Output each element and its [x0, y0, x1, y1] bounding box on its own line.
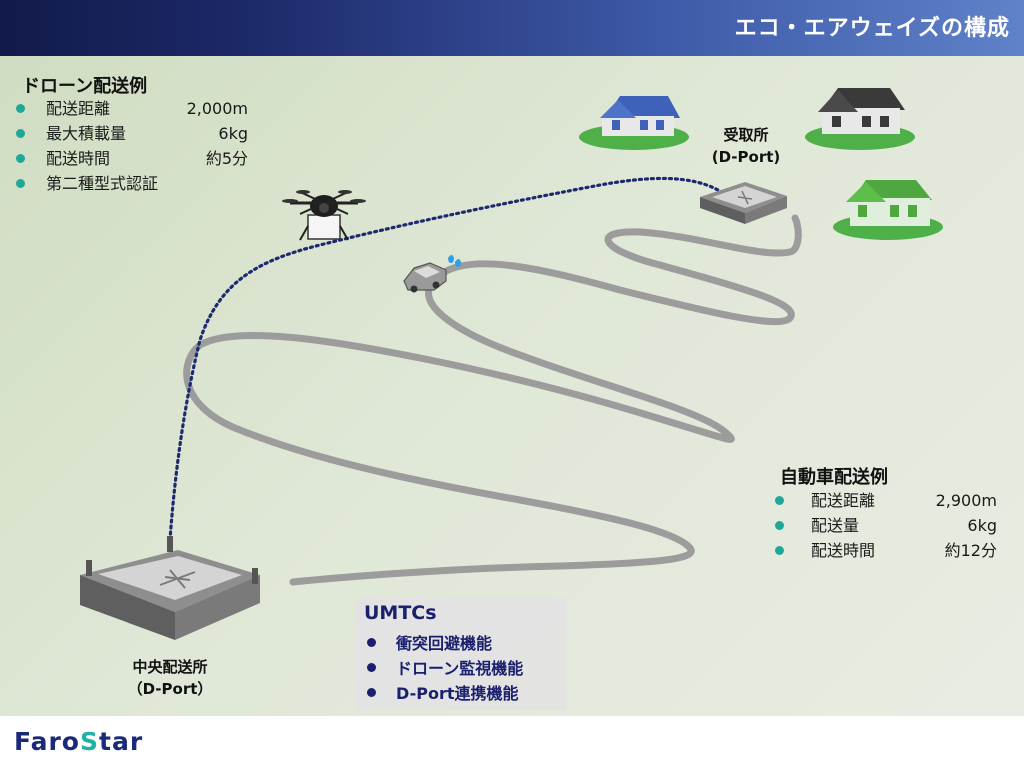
vehicle-road [183, 214, 802, 586]
vehicle-spec-value: 約12分 [944, 541, 997, 560]
vehicle-spec-row: 配送距離 2,900m [775, 488, 1003, 513]
vehicle-spec-label: 配送量 [811, 516, 860, 535]
drone-icon [282, 190, 366, 241]
logo-text-accent: S [80, 727, 100, 756]
house-blue-icon [579, 96, 689, 150]
vehicle-spec-value: 2,900m [935, 491, 997, 510]
footer-bar [0, 716, 1024, 768]
central-dport-icon [80, 536, 260, 640]
receiver-label: 受取所 (D-Port) [700, 124, 792, 168]
vehicle-spec-label: 配送距離 [811, 491, 876, 510]
house-green-icon [833, 180, 943, 240]
umtcs-item-label: D-Port連携機能 [396, 684, 519, 703]
vehicle-spec-value: 6kg [967, 516, 997, 535]
receiver-label-name: 受取所 [723, 126, 769, 144]
central-label-type: （D-Port） [127, 680, 213, 698]
vehicle-spec-label: 配送時間 [811, 541, 876, 560]
bullet-dot [16, 154, 25, 163]
house-gray-icon [805, 88, 915, 150]
vehicle-spec-row: 配送時間 約12分 [775, 538, 1003, 563]
logo-text-part1: Faro [14, 727, 80, 756]
header-bar: エコ・エアウェイズの構成 [0, 0, 1024, 56]
drone-spec-label: 配送時間 [46, 149, 111, 168]
page-title: エコ・エアウェイズの構成 [734, 16, 1010, 41]
bullet-dot [367, 663, 376, 672]
drone-flight-path [168, 176, 720, 542]
bullet-dot [775, 521, 784, 530]
drone-spec-row: 最大積載量 6kg [16, 121, 256, 146]
umtcs-box: UMTCs 衝突回避機能 ドローン監視機能 D-Port連携機能 [355, 598, 567, 710]
drone-spec-label: 最大積載量 [46, 124, 127, 143]
drone-spec-label: 配送距離 [46, 99, 111, 118]
vehicle-spec-title: 自動車配送例 [780, 467, 888, 488]
umtcs-item: ドローン監視機能 [367, 655, 523, 679]
bullet-dot [367, 638, 376, 647]
vehicle-spec-row: 配送量 6kg [775, 513, 1003, 538]
car-icon [403, 255, 461, 293]
delivery-scene [80, 88, 943, 640]
receiver-dport-icon [700, 182, 787, 224]
bullet-dot [16, 179, 25, 188]
drone-spec-value: 6kg [218, 124, 248, 143]
receiver-label-type: (D-Port) [711, 148, 781, 166]
bullet-dot [775, 496, 784, 505]
bullet-dot [775, 546, 784, 555]
logo-text-part3: tar [99, 727, 144, 756]
drone-spec-row: 配送時間 約5分 [16, 146, 256, 171]
company-logo: FaroStar [14, 727, 143, 756]
umtcs-item: 衝突回避機能 [367, 630, 492, 654]
umtcs-item: D-Port連携機能 [367, 680, 518, 704]
bullet-dot [367, 688, 376, 697]
central-label-name: 中央配送所 [132, 658, 208, 676]
bullet-dot [16, 129, 25, 138]
umtcs-item-label: 衝突回避機能 [396, 634, 493, 653]
drone-spec-value: 2,000m [186, 99, 248, 118]
umtcs-title: UMTCs [364, 602, 437, 624]
drone-spec-value: 約5分 [205, 149, 248, 168]
drone-spec-label: 第二種型式認証 [46, 174, 159, 193]
drone-spec-row: 配送距離 2,000m [16, 96, 256, 121]
umtcs-item-label: ドローン監視機能 [396, 659, 524, 678]
bullet-dot [16, 104, 25, 113]
drone-spec-title: ドローン配送例 [22, 76, 148, 97]
drone-spec-list: 配送距離 2,000m 最大積載量 6kg 配送時間 約5分 第二種型式認証 [16, 96, 256, 196]
drone-spec-row: 第二種型式認証 [16, 171, 256, 196]
vehicle-spec-list: 配送距離 2,900m 配送量 6kg 配送時間 約12分 [775, 488, 1003, 563]
central-label: 中央配送所 （D-Port） [100, 656, 240, 700]
